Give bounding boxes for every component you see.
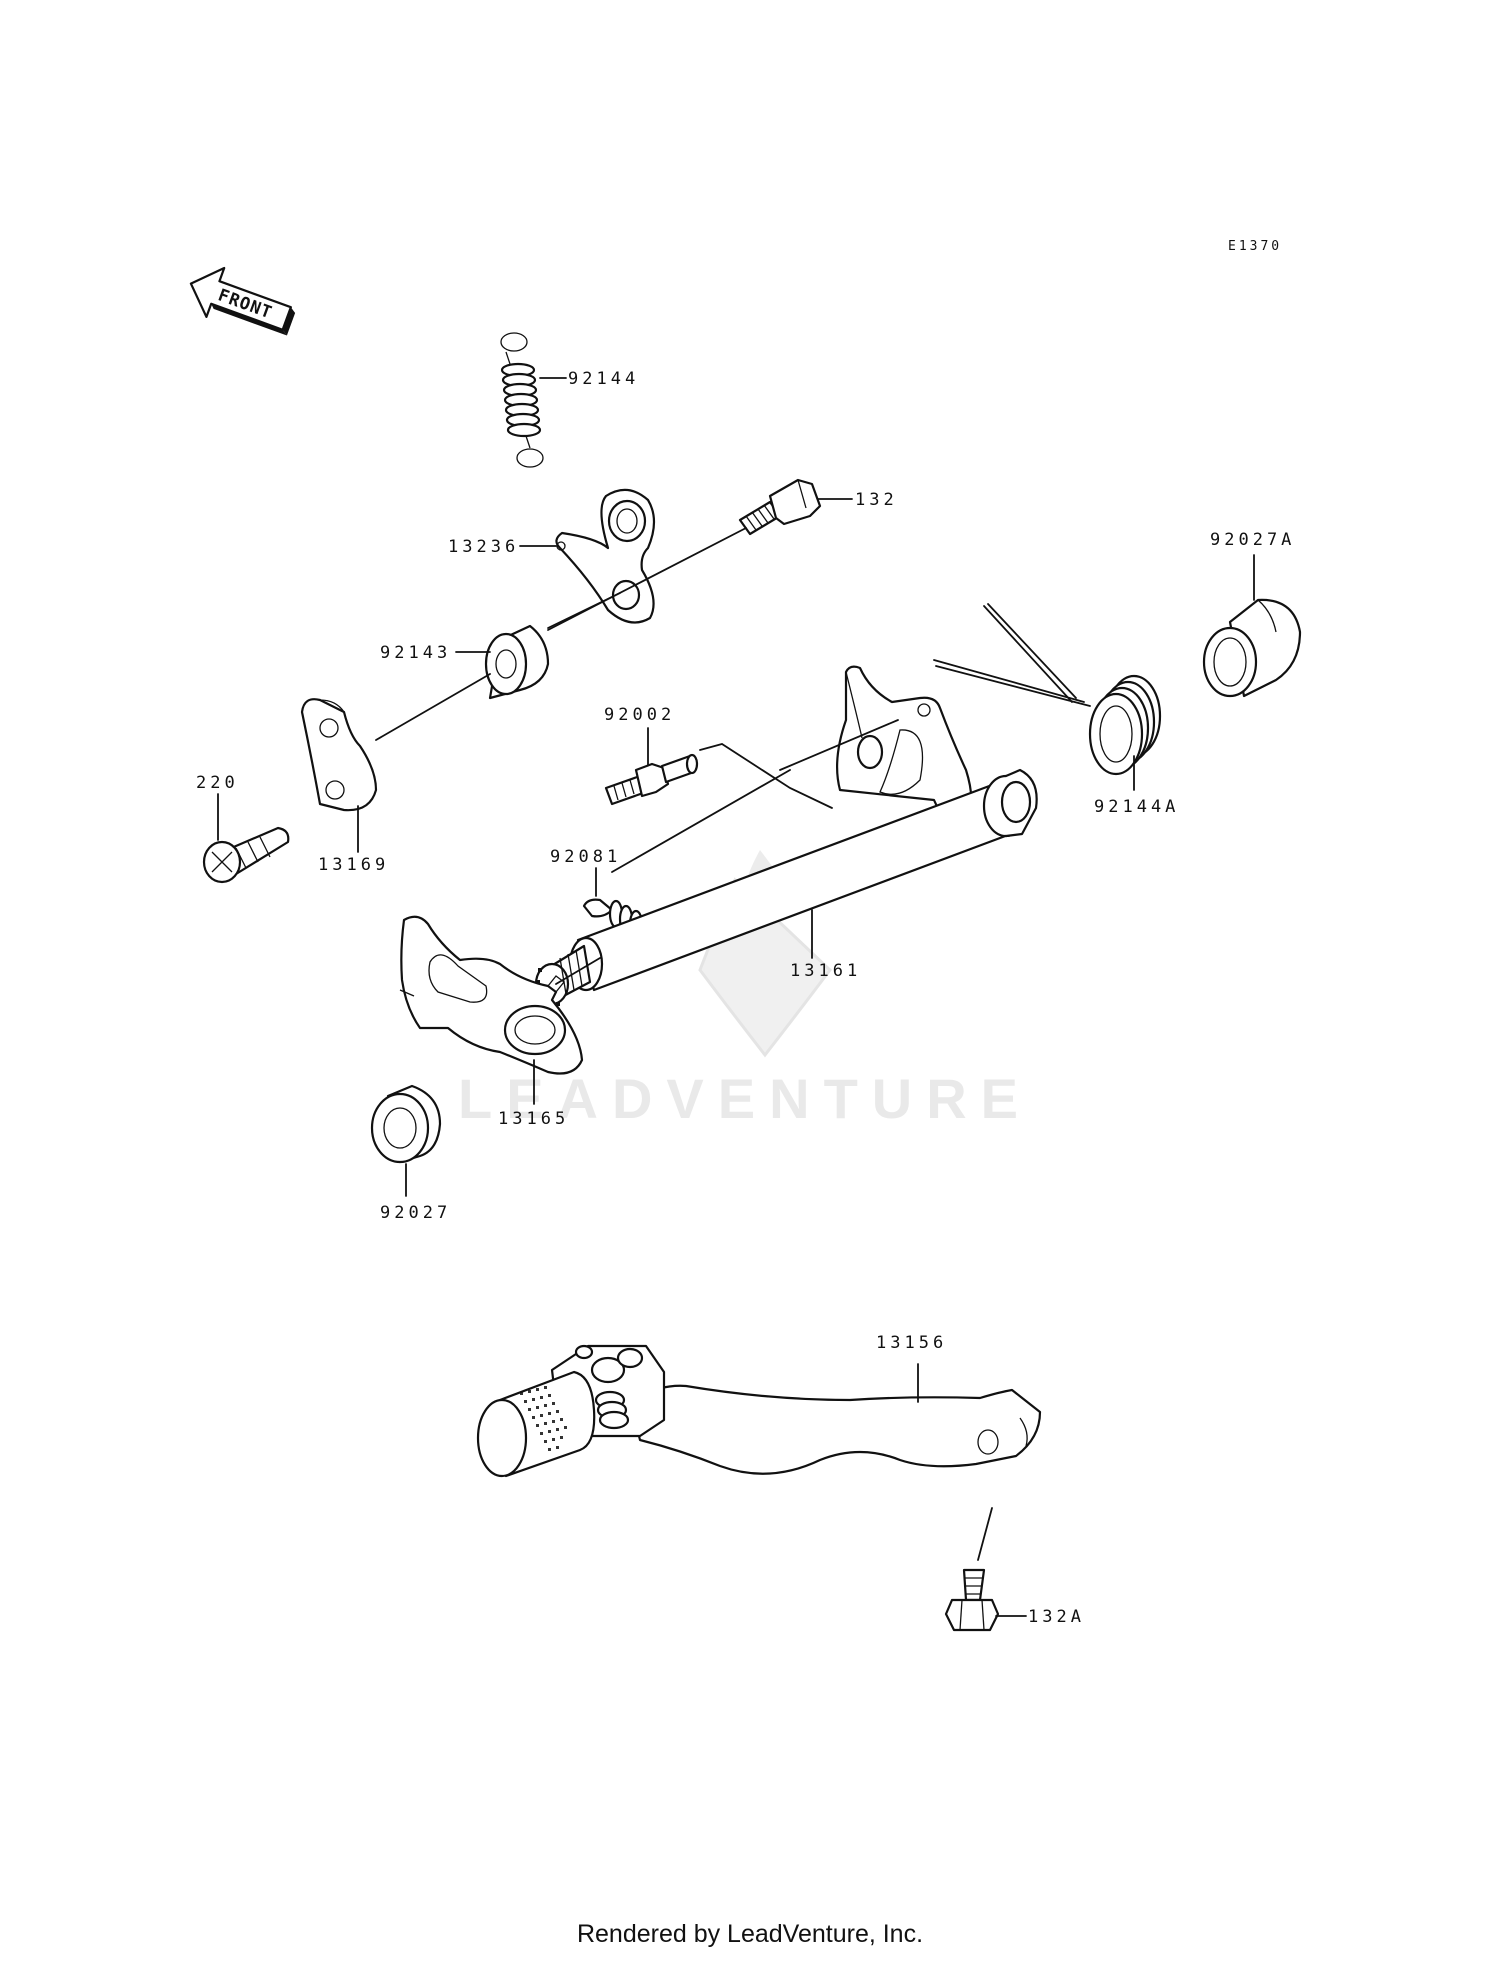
shift-shaft-13161 [534,665,1038,1006]
plate-13169 [300,698,378,812]
front-arrow-icon: FRONT [189,266,296,336]
torsion-spring-92144A [933,603,1162,776]
label-132: 132 [855,490,898,510]
bolt-132 [738,478,822,536]
label-13236: 13236 [448,537,519,557]
label-92081: 92081 [550,847,621,867]
label-13165: 13165 [498,1109,569,1129]
label-92027A: 92027A [1210,530,1295,550]
bush-92027A [1202,598,1302,698]
label-220: 220 [196,773,239,793]
label-13161: 13161 [790,961,861,981]
label-92027: 92027 [380,1203,451,1223]
shift-plate-13165 [399,915,584,1075]
label-92143: 92143 [380,643,451,663]
screw-220 [202,826,290,884]
label-13169: 13169 [318,855,389,875]
label-92144A: 92144A [1094,797,1179,817]
label-92002: 92002 [604,705,675,725]
spring-92144 [500,332,544,468]
label-132A: 132A [1028,1607,1085,1627]
pin-92002 [604,753,699,806]
link-plate-13236 [555,488,656,624]
label-13156: 13156 [876,1333,947,1353]
seal-92027 [370,1084,442,1164]
collar-92143 [484,624,550,700]
label-92144: 92144 [568,369,639,389]
diagram-ref-code: E1370 [1228,239,1282,254]
footer-credit: Rendered by LeadVenture, Inc. [577,1920,923,1948]
shift-pedal-13156 [476,1344,1042,1478]
watermark-text: LEADVENTURE [458,1067,1032,1130]
bolt-132A [944,1568,1000,1632]
